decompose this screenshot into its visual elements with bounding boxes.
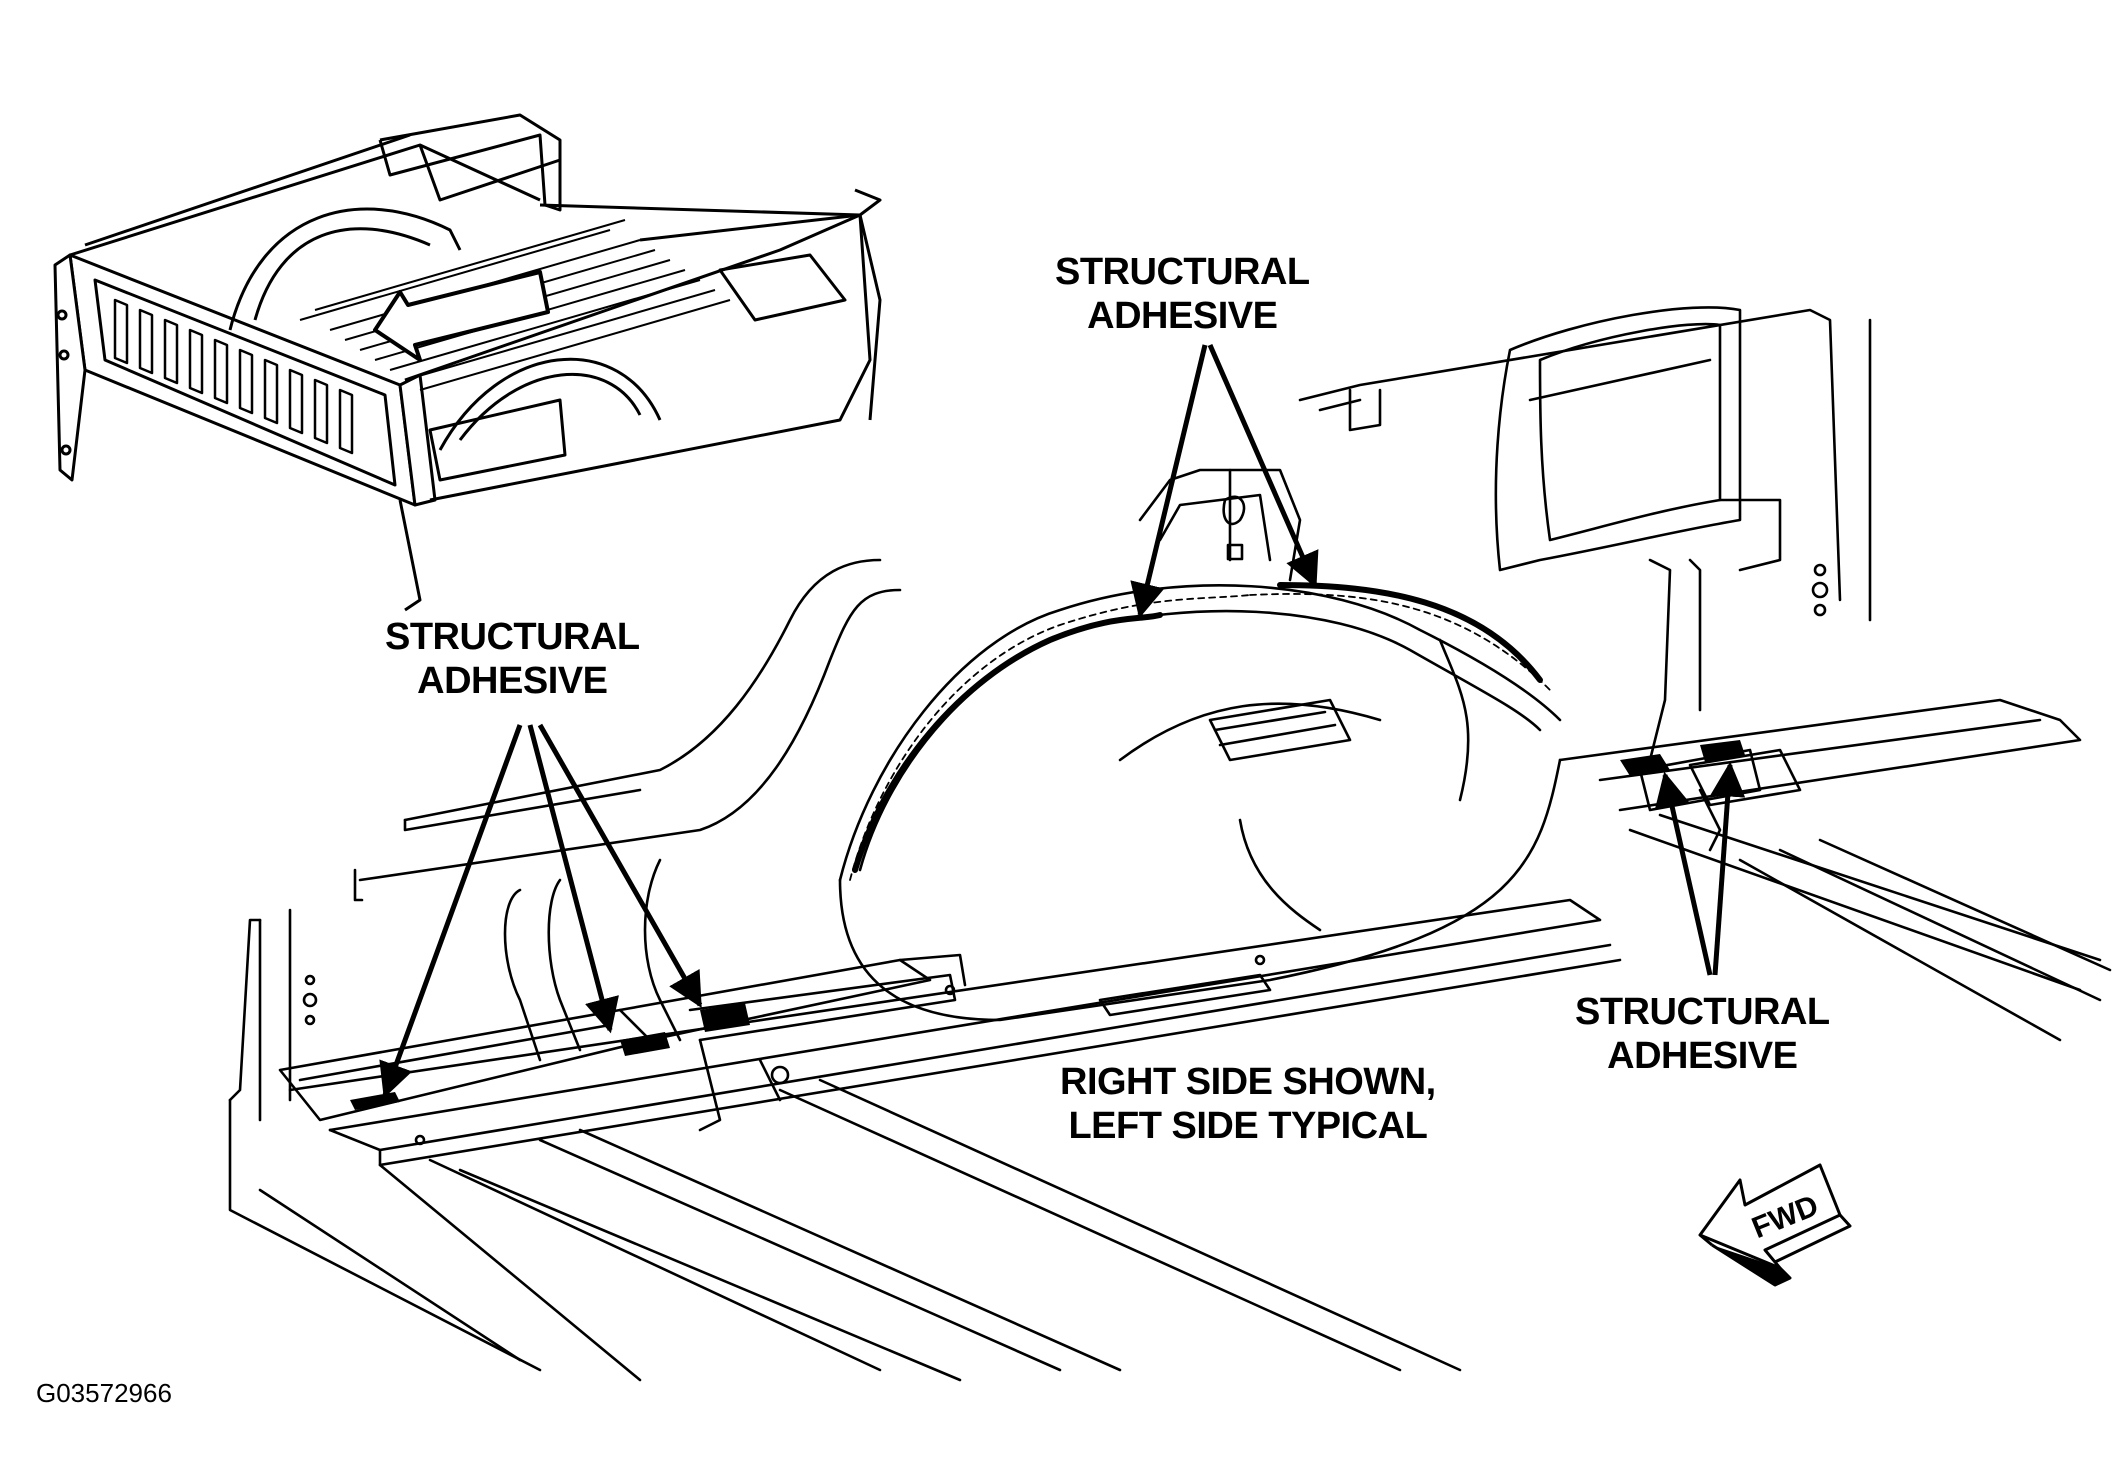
label-structural-adhesive-top: STRUCTURAL ADHESIVE	[1055, 250, 1310, 338]
callout-arrow-icon	[1710, 761, 1746, 976]
truck-bed-inset-icon	[53, 113, 882, 612]
label-structural-adhesive-right: STRUCTURAL ADHESIVE	[1575, 990, 1830, 1078]
label-side-note: RIGHT SIDE SHOWN, LEFT SIDE TYPICAL	[1060, 1060, 1436, 1148]
wheelhouse-assembly	[228, 306, 2112, 1382]
label-line: ADHESIVE	[1607, 1035, 1798, 1077]
callout-arrow-icon	[527, 724, 619, 1034]
label-line: RIGHT SIDE SHOWN,	[1060, 1061, 1436, 1103]
callout-arrow-icon	[537, 723, 703, 1009]
callout-arrow-icon	[1207, 343, 1319, 589]
fwd-direction-arrow-icon: FWD	[1698, 1163, 1852, 1287]
label-line: STRUCTURAL	[385, 616, 640, 658]
label-line: STRUCTURAL	[1575, 991, 1830, 1033]
label-line: ADHESIVE	[1087, 295, 1278, 337]
callout-arrow-icon	[1654, 771, 1713, 976]
callout-arrow-icon	[1130, 344, 1208, 619]
label-line: LEFT SIDE TYPICAL	[1068, 1105, 1428, 1147]
label-line: STRUCTURAL	[1055, 251, 1310, 293]
label-line: ADHESIVE	[417, 660, 608, 702]
label-structural-adhesive-left: STRUCTURAL ADHESIVE	[385, 615, 640, 703]
callout-arrow-icon	[379, 724, 523, 1099]
adhesive-patches	[350, 740, 1745, 1110]
figure-id: G03572966	[36, 1378, 172, 1408]
callout-arrows	[379, 343, 1746, 1099]
